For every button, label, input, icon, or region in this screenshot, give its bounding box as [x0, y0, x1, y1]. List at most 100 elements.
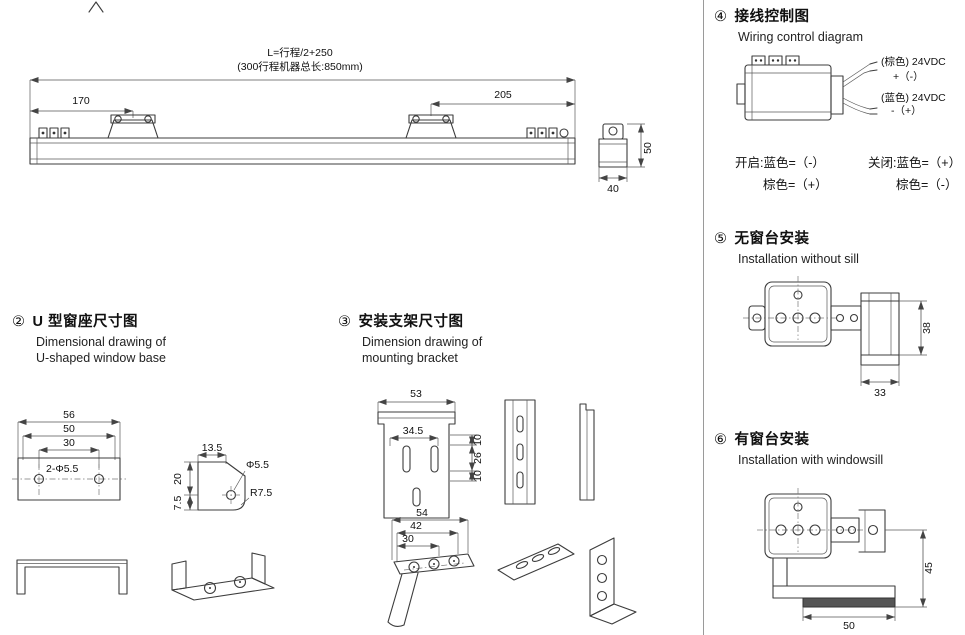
dim-50: 50 [627, 123, 654, 168]
open-brown-note: 棕色=（+） [763, 178, 828, 192]
left-terminal-blocks [38, 127, 70, 139]
radius-callout: R7.5 [250, 487, 272, 499]
wire-brown-polarity: +（-） [893, 71, 924, 83]
bracket-pictorial-view [497, 537, 637, 625]
svg-text:205: 205 [494, 89, 512, 101]
panel3-title-en1: Dimension drawing of [362, 335, 483, 349]
svg-text:34.5: 34.5 [403, 425, 424, 437]
panel2-title-en1: Dimensional drawing of [36, 335, 166, 349]
end-view [598, 123, 628, 168]
panel3-number: ③ [338, 314, 352, 330]
svg-text:45: 45 [923, 562, 935, 574]
angle-bracket-view [387, 553, 475, 628]
panel6-number: ⑥ [714, 432, 728, 448]
panel2-drawing: 56 50 30 2-Φ5.5 13.5 [12, 409, 275, 601]
base-top-view: 2-Φ5.5 [12, 457, 126, 501]
mount-plate [743, 276, 837, 347]
panel2-header: ② U 型窗座尺寸图 Dimensional drawing of U-shap… [12, 310, 166, 367]
panel6-header: ⑥ 有窗台安装 Installation with windowsill [714, 428, 883, 468]
svg-text:56: 56 [63, 409, 75, 421]
panel6-title-cn: 有窗台安装 [734, 432, 810, 448]
panel5-header: ⑤ 无窗台安装 Installation without sill [714, 227, 859, 267]
bracket-side-view [504, 399, 536, 505]
svg-text:13.5: 13.5 [202, 442, 223, 454]
svg-text:20: 20 [172, 473, 184, 485]
svg-text:50: 50 [843, 620, 855, 632]
panel2-title-en2: U-shaped window base [36, 351, 166, 366]
base-side-profile: 13.5 20 7.5 Φ5.5 R7.5 [172, 442, 272, 511]
column-divider [703, 0, 704, 635]
mounting-bracket-2 [405, 114, 457, 139]
wire-blue-polarity: -（+） [891, 105, 922, 117]
panel4-header: ④ 接线控制图 Wiring control diagram [714, 5, 863, 45]
svg-text:50: 50 [63, 423, 75, 435]
panel3-title-row: ③ 安装支架尺寸图 [338, 310, 482, 331]
panel6-title-en: Installation with windowsill [738, 453, 884, 467]
panel4-title-en: Wiring control diagram [738, 30, 864, 44]
svg-text:10: 10 [472, 434, 484, 446]
mounting-bracket-1 [107, 114, 159, 139]
panel2-title-row: ② U 型窗座尺寸图 [12, 310, 166, 331]
svg-text:30: 30 [402, 533, 414, 545]
base-top-view-dims: 56 50 30 [17, 409, 121, 468]
panel6-installation-drawing: 45 50 [757, 488, 935, 632]
wires [842, 61, 878, 115]
close-brown-note: 棕色=（-） [896, 178, 958, 192]
link-block [830, 517, 860, 543]
panel4-number: ④ [714, 9, 728, 25]
panel4-title-cn: 接线控制图 [734, 9, 810, 25]
base-pictorial-view [171, 552, 275, 601]
panel3-title-en2: mounting bracket [362, 351, 458, 366]
dim-length-formula: L=行程/2+250 [267, 46, 333, 59]
panel5-title-cn: 无窗台安装 [734, 231, 810, 247]
actuator-body [29, 137, 576, 165]
svg-text:50: 50 [642, 142, 654, 154]
side-ear [748, 305, 766, 331]
open-blue-note: 开启:蓝色=（-） [735, 156, 825, 170]
svg-text:10: 10 [472, 470, 484, 482]
holes-callout: 2-Φ5.5 [46, 463, 78, 475]
mount-plate [757, 488, 865, 559]
window-clamp [858, 509, 886, 553]
wire-brown-label: (棕色) 24VDC [881, 55, 946, 68]
panel5-installation-drawing: 38 33 [743, 276, 933, 399]
base-front-view [16, 559, 128, 595]
sill-support [772, 557, 896, 608]
phi-callout: Φ5.5 [246, 459, 269, 471]
panel3-title-cn: 安装支架尺寸图 [358, 314, 464, 330]
frame-profile [860, 292, 900, 366]
wire-blue-label: (蓝色) 24VDC [881, 91, 946, 104]
dim-205: 205 [430, 89, 575, 116]
svg-text:26: 26 [472, 452, 484, 464]
bracket-front-view: 53 34.5 [377, 388, 456, 519]
angle-bracket-dims: 54 42 30 [391, 507, 469, 562]
dim-40: 40 [598, 167, 628, 195]
panel5-title-row: ⑤ 无窗台安装 [714, 227, 859, 248]
svg-text:170: 170 [72, 95, 90, 107]
panel3-drawing: 53 34.5 10 26 10 [377, 388, 637, 628]
panel5-number: ⑤ [714, 231, 728, 247]
svg-text:53: 53 [410, 388, 422, 400]
panel4-title-row: ④ 接线控制图 [714, 5, 863, 26]
bracket-edge-view [579, 403, 595, 501]
dim-50: 50 [802, 607, 896, 632]
dim-length-note: (300行程机器总长:850mm) [237, 60, 362, 73]
panel5-title-en: Installation without sill [738, 252, 859, 266]
panel2-title-cn: U 型窗座尺寸图 [32, 314, 138, 330]
close-blue-note: 关闭:蓝色=（+） [868, 156, 962, 170]
panel3-header: ③ 安装支架尺寸图 Dimension drawing of mounting … [338, 310, 482, 367]
svg-text:40: 40 [607, 183, 619, 195]
svg-text:54: 54 [416, 507, 428, 519]
svg-text:30: 30 [63, 437, 75, 449]
bracket-side-dims: 10 26 10 [450, 434, 484, 482]
main-assembly-drawing: L=行程/2+250 (300行程机器总长:850mm) 170 205 [29, 46, 654, 195]
right-terminal-blocks [526, 127, 569, 139]
svg-text:7.5: 7.5 [172, 496, 184, 511]
panel6-title-row: ⑥ 有窗台安装 [714, 428, 883, 449]
motor-body [736, 55, 844, 121]
svg-text:38: 38 [921, 322, 933, 334]
cropped-corner-mark [88, 1, 104, 13]
dim-45: 45 [885, 529, 935, 608]
svg-text:42: 42 [410, 520, 422, 532]
